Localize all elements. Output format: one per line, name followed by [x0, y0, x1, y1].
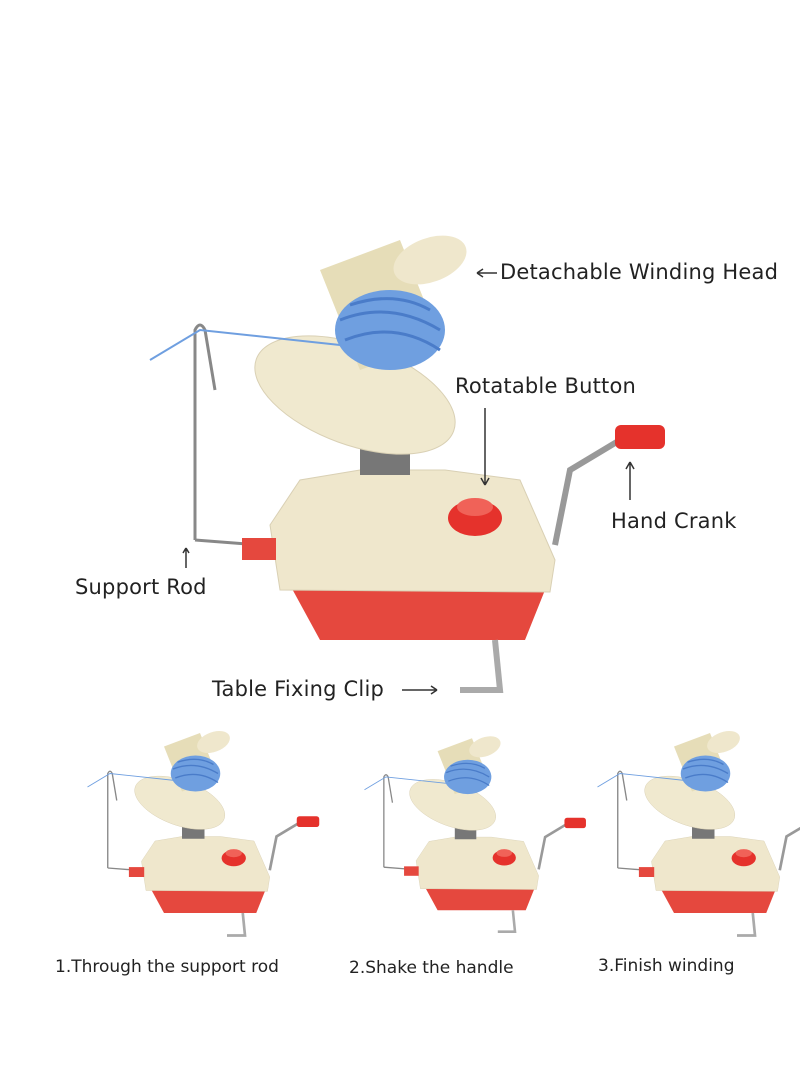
label-winding-head: Detachable Winding Head — [500, 260, 779, 284]
step-caption-3: 3.Finish winding — [598, 956, 735, 976]
annotation-arrows — [182, 268, 635, 695]
step-caption-2: 2.Shake the handle — [349, 958, 514, 978]
arrow-down-icon — [480, 408, 490, 486]
label-support-rod: Support Rod — [75, 575, 207, 599]
arrow-up-icon — [182, 547, 190, 568]
arrow-up-icon — [625, 461, 635, 500]
label-rotatable-button: Rotatable Button — [455, 374, 637, 398]
main-winder — [150, 226, 665, 690]
step1-image — [86, 725, 321, 937]
label-hand-crank: Hand Crank — [611, 509, 737, 533]
step-caption-1: 1.Through the support rod — [55, 957, 279, 977]
step2-image — [363, 731, 588, 933]
arrow-right-icon — [402, 685, 438, 695]
step3-image — [596, 725, 800, 937]
label-table-clip: Table Fixing Clip — [212, 677, 385, 701]
arrow-left-icon — [476, 268, 497, 278]
